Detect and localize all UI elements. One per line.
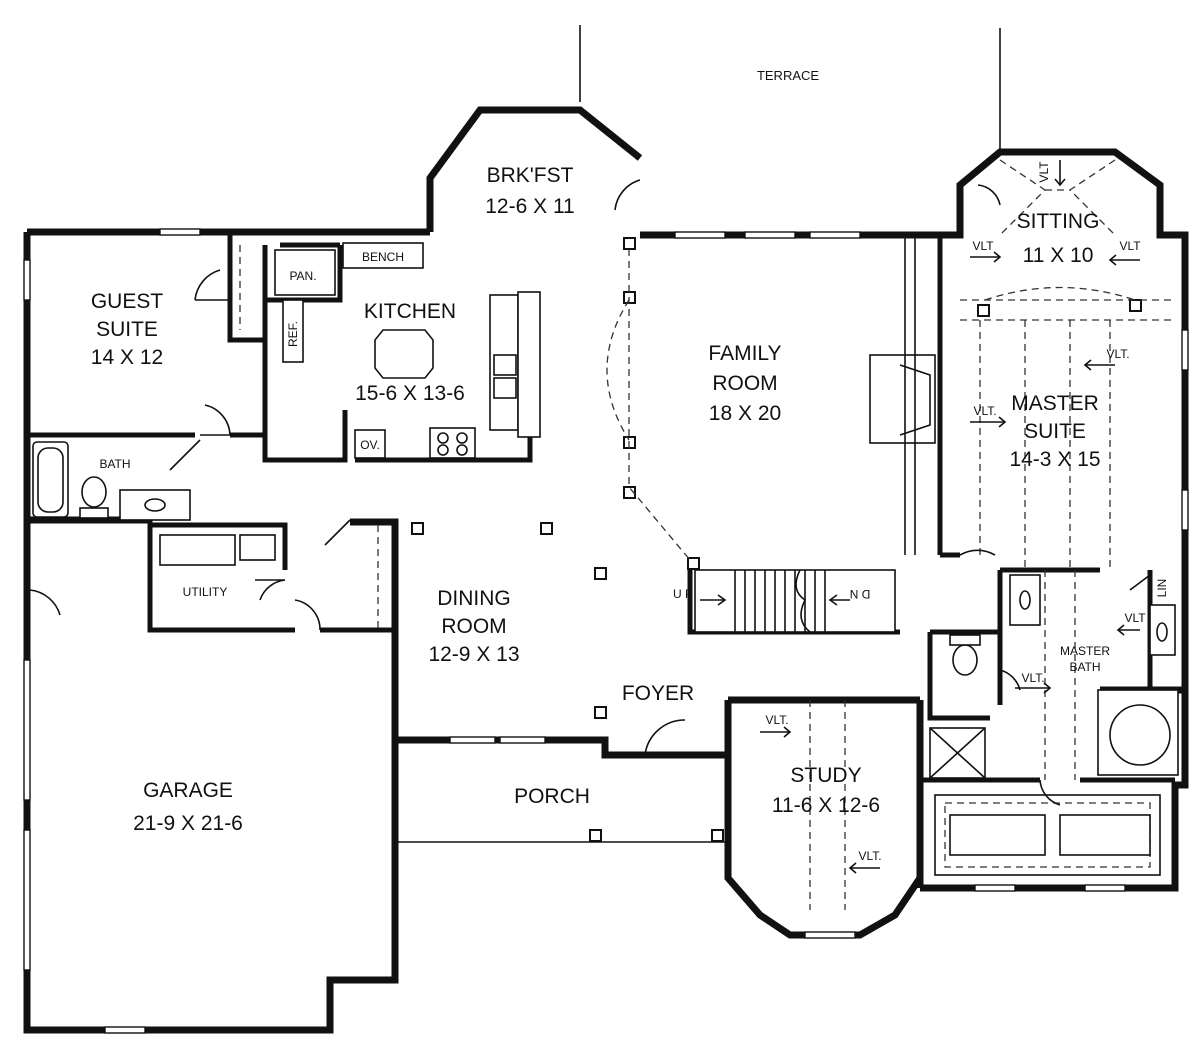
dining-room-name-2: ROOM (441, 615, 506, 638)
family-room-size: 18 X 20 (709, 402, 781, 425)
guest-suite-size: 14 X 12 (91, 346, 163, 369)
vlt-note-sitting-left: VLT (972, 239, 994, 253)
stairs-up-label: U P (673, 587, 693, 601)
master-suite-name-1: MASTER (1011, 392, 1099, 415)
stairs (694, 569, 896, 633)
guest-suite-name-1: GUEST (91, 290, 164, 313)
refrigerator-label: REF. (286, 321, 300, 347)
kitchen-size: 15-6 X 13-6 (355, 382, 465, 405)
vlt-note-study-top: VLT. (765, 713, 788, 727)
bench-label: BENCH (362, 250, 404, 264)
linen-label: LIN (1155, 579, 1169, 598)
brkfst-size: 12-6 X 11 (485, 195, 575, 218)
doors (29, 179, 1151, 806)
bath-fixtures (32, 441, 1179, 876)
master-bath-name-2: BATH (1069, 660, 1100, 674)
fireplace (869, 238, 936, 555)
garage-size: 21-9 X 21-6 (133, 812, 243, 835)
brkfst-name: BRK'FST (487, 164, 574, 187)
vlt-note-master-bath-right: VLT (1124, 611, 1146, 625)
pantry-label: PAN. (289, 269, 316, 283)
interior-walls (27, 232, 1175, 783)
vlt-note-sitting-top: VLT (1037, 161, 1051, 183)
family-room-name-2: ROOM (712, 372, 777, 395)
master-bath-name-1: MASTER (1060, 644, 1110, 658)
bath-label: BATH (99, 457, 130, 471)
kitchen-island (374, 329, 434, 379)
dining-room-name-1: DINING (437, 587, 511, 610)
garage-name: GARAGE (143, 779, 233, 802)
vlt-note-master-left: VLT. (973, 404, 996, 418)
family-room-name-1: FAMILY (708, 342, 781, 365)
vlt-note-sitting-right: VLT (1119, 239, 1141, 253)
dashed-lines (239, 159, 1175, 910)
kitchen-name: KITCHEN (364, 300, 456, 323)
windows (23, 228, 1189, 1034)
study-name: STUDY (790, 764, 861, 787)
kitchen-fixtures (274, 242, 541, 463)
oven-label: OV. (360, 438, 380, 452)
master-suite-size: 14-3 X 15 (1009, 448, 1100, 471)
sitting-size: 11 X 10 (1023, 244, 1094, 267)
porch-label: PORCH (514, 785, 590, 808)
vlt-note-master-right: VLT. (1106, 347, 1129, 361)
terrace-label: TERRACE (757, 68, 819, 83)
vault-arrows (760, 160, 1140, 874)
dining-room-size: 12-9 X 13 (428, 643, 519, 666)
foyer-label: FOYER (622, 682, 694, 705)
guest-suite-name-2: SUITE (96, 318, 158, 341)
utility-label: UTILITY (183, 585, 228, 599)
sitting-name: SITTING (1017, 210, 1100, 233)
master-suite-name-2: SUITE (1024, 420, 1086, 443)
stairs-down-label: D N (850, 587, 871, 601)
vlt-note-study-bottom: VLT. (858, 849, 881, 863)
study-size: 11-6 X 12-6 (772, 794, 880, 817)
vlt-note-master-bath: VLT. (1021, 671, 1044, 685)
